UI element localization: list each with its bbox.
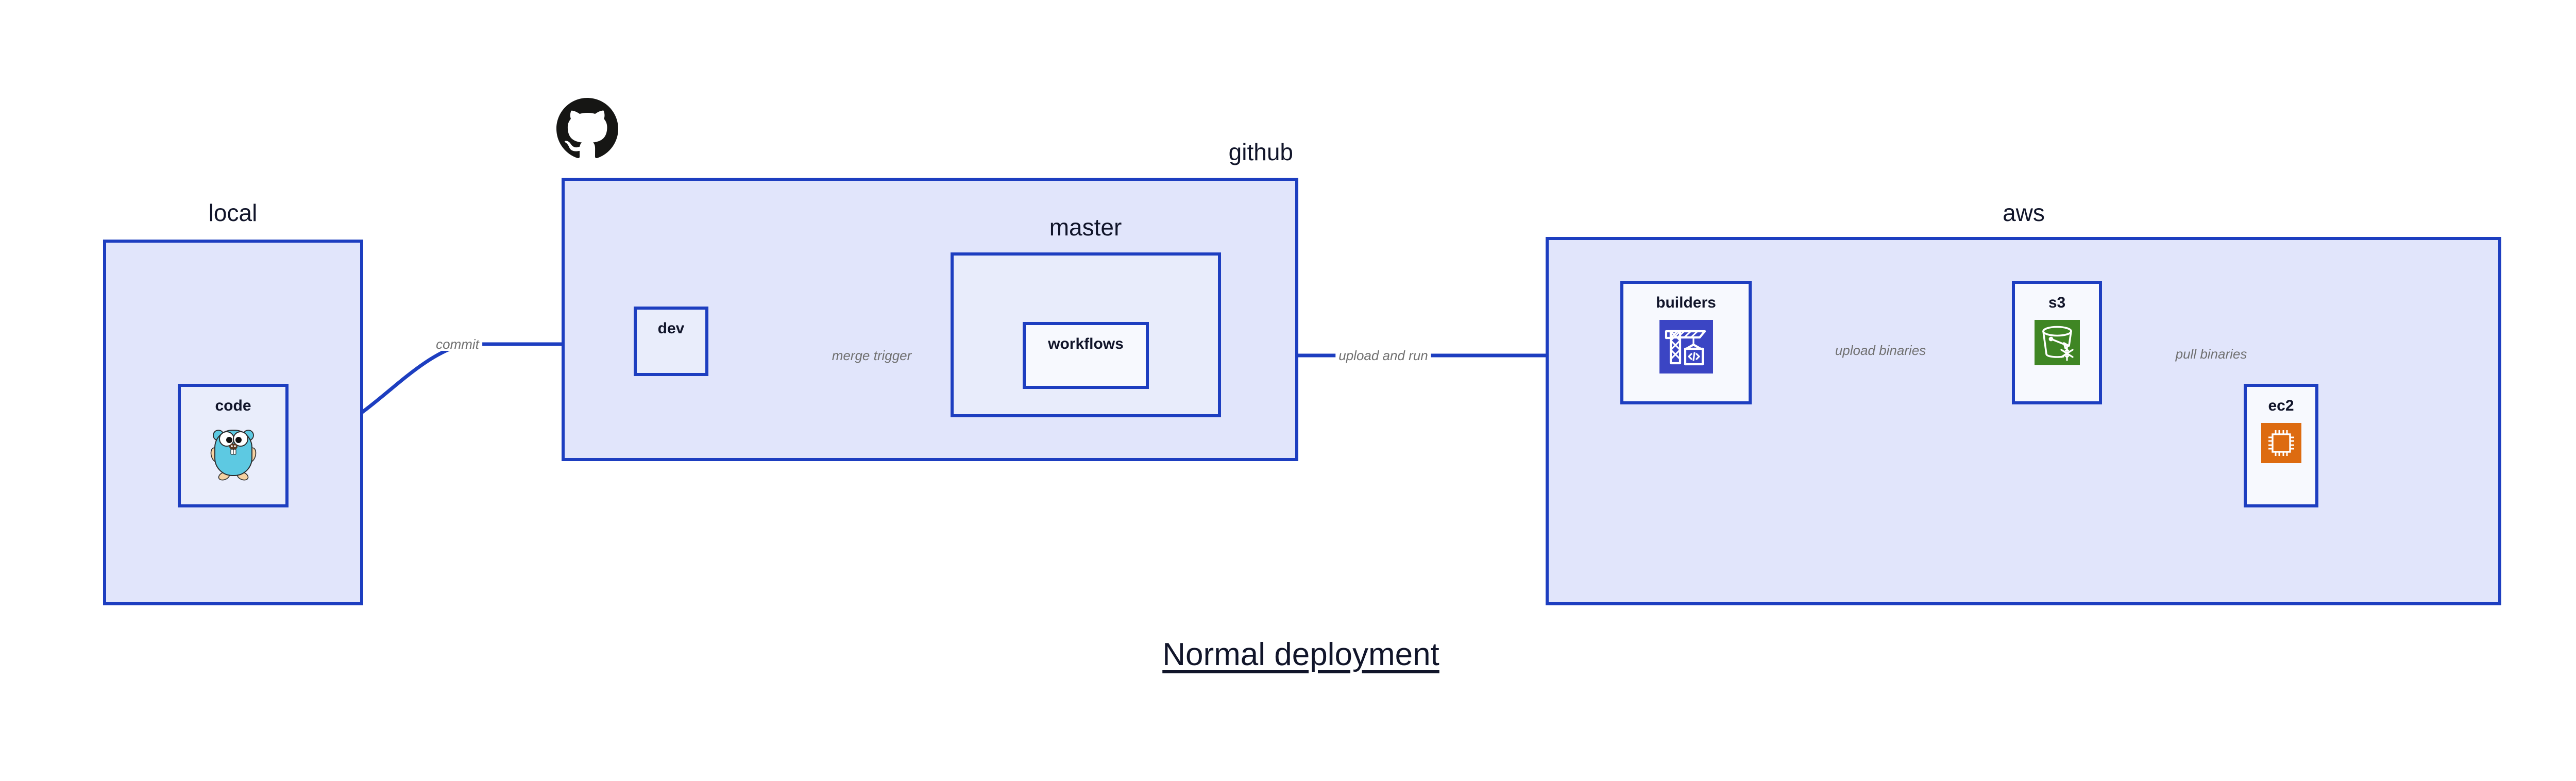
node-label-code: code xyxy=(215,397,251,414)
node-label-builders: builders xyxy=(1656,294,1716,311)
node-ec2[interactable]: ec2 xyxy=(2244,384,2318,507)
github-octocat-icon xyxy=(556,98,618,162)
go-gopher-icon xyxy=(210,423,257,481)
node-label-s3: s3 xyxy=(2048,294,2066,311)
group-label-aws: aws xyxy=(2003,199,2045,226)
node-label-workflows: workflows xyxy=(1048,335,1124,352)
node-label-dev: dev xyxy=(657,320,685,337)
edge-label-upload-binaries: upload binaries xyxy=(1832,344,1929,357)
node-dev[interactable]: dev xyxy=(634,307,708,376)
diagram-caption: Normal deployment xyxy=(1162,637,1439,672)
edge-label-merge-trigger: merge trigger xyxy=(828,349,915,362)
node-code[interactable]: code xyxy=(178,384,289,507)
node-workflows[interactable]: workflows xyxy=(1023,322,1149,389)
group-label-master: master xyxy=(1049,214,1122,241)
edge-label-commit: commit xyxy=(433,337,482,351)
node-s3[interactable]: s3 xyxy=(2012,281,2102,404)
node-builders[interactable]: builders xyxy=(1620,281,1752,404)
aws-ec2-icon xyxy=(2261,423,2301,463)
aws-s3-glacier-icon xyxy=(2034,320,2080,365)
edge-label-pull-binaries: pull binaries xyxy=(2172,347,2250,361)
aws-codebuild-icon xyxy=(1659,320,1713,373)
node-label-ec2: ec2 xyxy=(2268,397,2294,414)
edge-label-upload-and-run: upload and run xyxy=(1335,349,1431,362)
group-label-local: local xyxy=(208,199,258,226)
group-label-github: github xyxy=(1228,139,1293,165)
